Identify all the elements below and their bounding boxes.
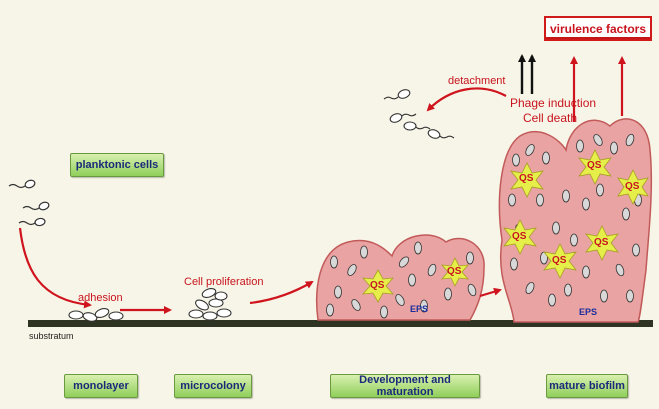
development-to-mature-arrow [480,290,500,296]
virulence-factors-box: virulence factors [544,16,652,41]
detachment-label: detachment [448,75,505,87]
qs-label-mature-2: QS [587,160,601,171]
qs-label-mature-3: QS [625,181,639,192]
proliferation-label: Cell proliferation [184,276,263,288]
qs-label-mature-4: QS [512,231,526,242]
eps-label-mature: EPS [579,307,597,317]
cell-death-label: Cell death [523,111,577,125]
substratum-label: substratum [29,331,74,341]
development-box: Development and maturation [330,374,480,398]
qs-label-mature-5: QS [552,255,566,266]
detachment-arrow [428,88,506,110]
qs-label-mature-6: QS [594,237,608,248]
detached-cells [384,88,454,140]
adhesion-label: adhesion [78,292,123,304]
microcolony-cells [189,287,231,320]
qs-label-dev-2: QS [447,266,461,277]
monolayer-box: monolayer [64,374,138,398]
microcolony-box: microcolony [174,374,252,398]
planktonic-cells-box: planktonic cells [70,153,164,177]
qs-label-dev-1: QS [370,280,384,291]
mature-biofilm-box: mature biofilm [546,374,628,398]
eps-label-development: EPS [410,304,428,314]
planktonic-cells-group [9,179,50,226]
qs-label-mature-1: QS [519,173,533,184]
phage-induction-label: Phage induction [510,96,596,110]
